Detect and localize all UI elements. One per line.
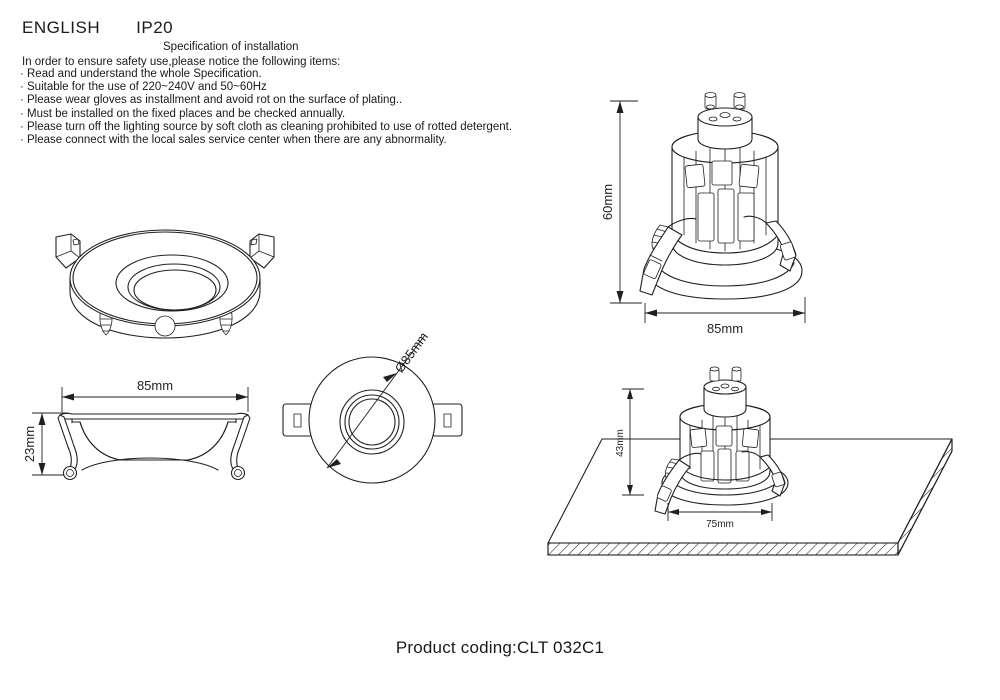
bullet-icon: · <box>20 81 24 94</box>
list-item: ·Please wear gloves as installment and a… <box>20 94 512 107</box>
list-item: ·Please connect with the local sales ser… <box>20 134 512 147</box>
bullet-icon: · <box>20 134 24 147</box>
list-item-text: Read and understand the whole Specificat… <box>27 68 262 80</box>
side-section-view: 85mm 23mm <box>20 370 280 490</box>
spring-clip-right <box>743 215 797 272</box>
list-item: ·Read and understand the whole Specifica… <box>20 68 512 81</box>
cutout-dimension-label: 75mm <box>706 519 734 530</box>
bullet-icon: · <box>20 120 24 133</box>
assembly-height-label: 60mm <box>600 184 615 220</box>
bullet-icon: · <box>20 107 24 120</box>
list-item-text: Must be installed on the fixed places an… <box>27 107 346 120</box>
specification-title: Specification of installation <box>163 41 299 53</box>
assembly-width-dimension: 85mm <box>644 297 806 336</box>
lamp-pin-right <box>731 366 742 382</box>
list-item-text: Please wear gloves as installment and av… <box>27 94 403 107</box>
assembly-width-label: 85mm <box>707 321 743 336</box>
gu10-lamp <box>697 92 753 150</box>
lamp-pin-left <box>704 92 717 110</box>
ip-rating-label: IP20 <box>136 18 174 37</box>
installation-drawing: 43mm <box>547 366 953 556</box>
isometric-bezel-drawing <box>55 229 275 339</box>
height-dimension: 23mm <box>22 412 75 476</box>
diameter-dimension-label: Ø85mm <box>392 329 431 375</box>
spring-clip-left <box>639 217 697 296</box>
heat-sink-body <box>671 130 779 266</box>
bullet-icon: · <box>20 94 24 107</box>
depth-dimension: 43mm <box>615 388 644 496</box>
plan-view: Ø85mm <box>275 325 470 515</box>
language-rating-row: ENGLISH IP20 <box>22 18 173 38</box>
plan-geometry <box>282 356 463 484</box>
bezel-body <box>55 229 275 339</box>
plan-view-drawing: Ø85mm <box>282 329 463 484</box>
installed-heat-sink <box>679 403 771 490</box>
instruction-list: ·Read and understand the whole Specifica… <box>20 68 512 147</box>
list-item-text: Suitable for the use of 220~240V and 50~… <box>27 81 267 94</box>
language-label: ENGLISH <box>22 18 101 37</box>
bullet-icon: · <box>20 68 24 80</box>
product-coding-label: Product coding:CLT 032C1 <box>395 638 605 657</box>
cutout-dimension: 75mm <box>667 503 773 530</box>
depth-dimension-label: 43mm <box>615 429 626 457</box>
assembly-elevation-view: 60mm 85mm <box>600 85 850 336</box>
installation-view: 43mm <box>540 355 960 570</box>
fixture-profile <box>57 412 251 481</box>
side-section-drawing: 85mm 23mm <box>22 378 251 481</box>
width-dimension-label: 85mm <box>137 378 173 393</box>
assembly-height-dimension: 60mm <box>600 100 642 304</box>
assembly-elevation-drawing: 60mm 85mm <box>600 92 806 336</box>
installed-gu10-lamp <box>703 366 747 418</box>
width-dimension: 85mm <box>61 378 249 412</box>
installed-spring-clip-left <box>654 452 702 515</box>
isometric-bezel-view <box>40 195 290 350</box>
list-item: ·Must be installed on the fixed places a… <box>20 108 512 121</box>
height-dimension-label: 23mm <box>22 426 37 462</box>
list-item: ·Please turn off the lighting source by … <box>20 121 512 134</box>
lamp-pin-left <box>709 366 720 382</box>
specification-intro: In order to ensure safety use,please not… <box>22 56 341 68</box>
lamp-pin-right <box>733 92 746 110</box>
installed-spring-clip-right <box>741 451 786 497</box>
list-item-text: Please connect with the local sales serv… <box>27 134 447 147</box>
list-item-text: Please turn off the lighting source by s… <box>27 120 513 133</box>
list-item: ·Suitable for the use of 220~240V and 50… <box>20 81 512 94</box>
